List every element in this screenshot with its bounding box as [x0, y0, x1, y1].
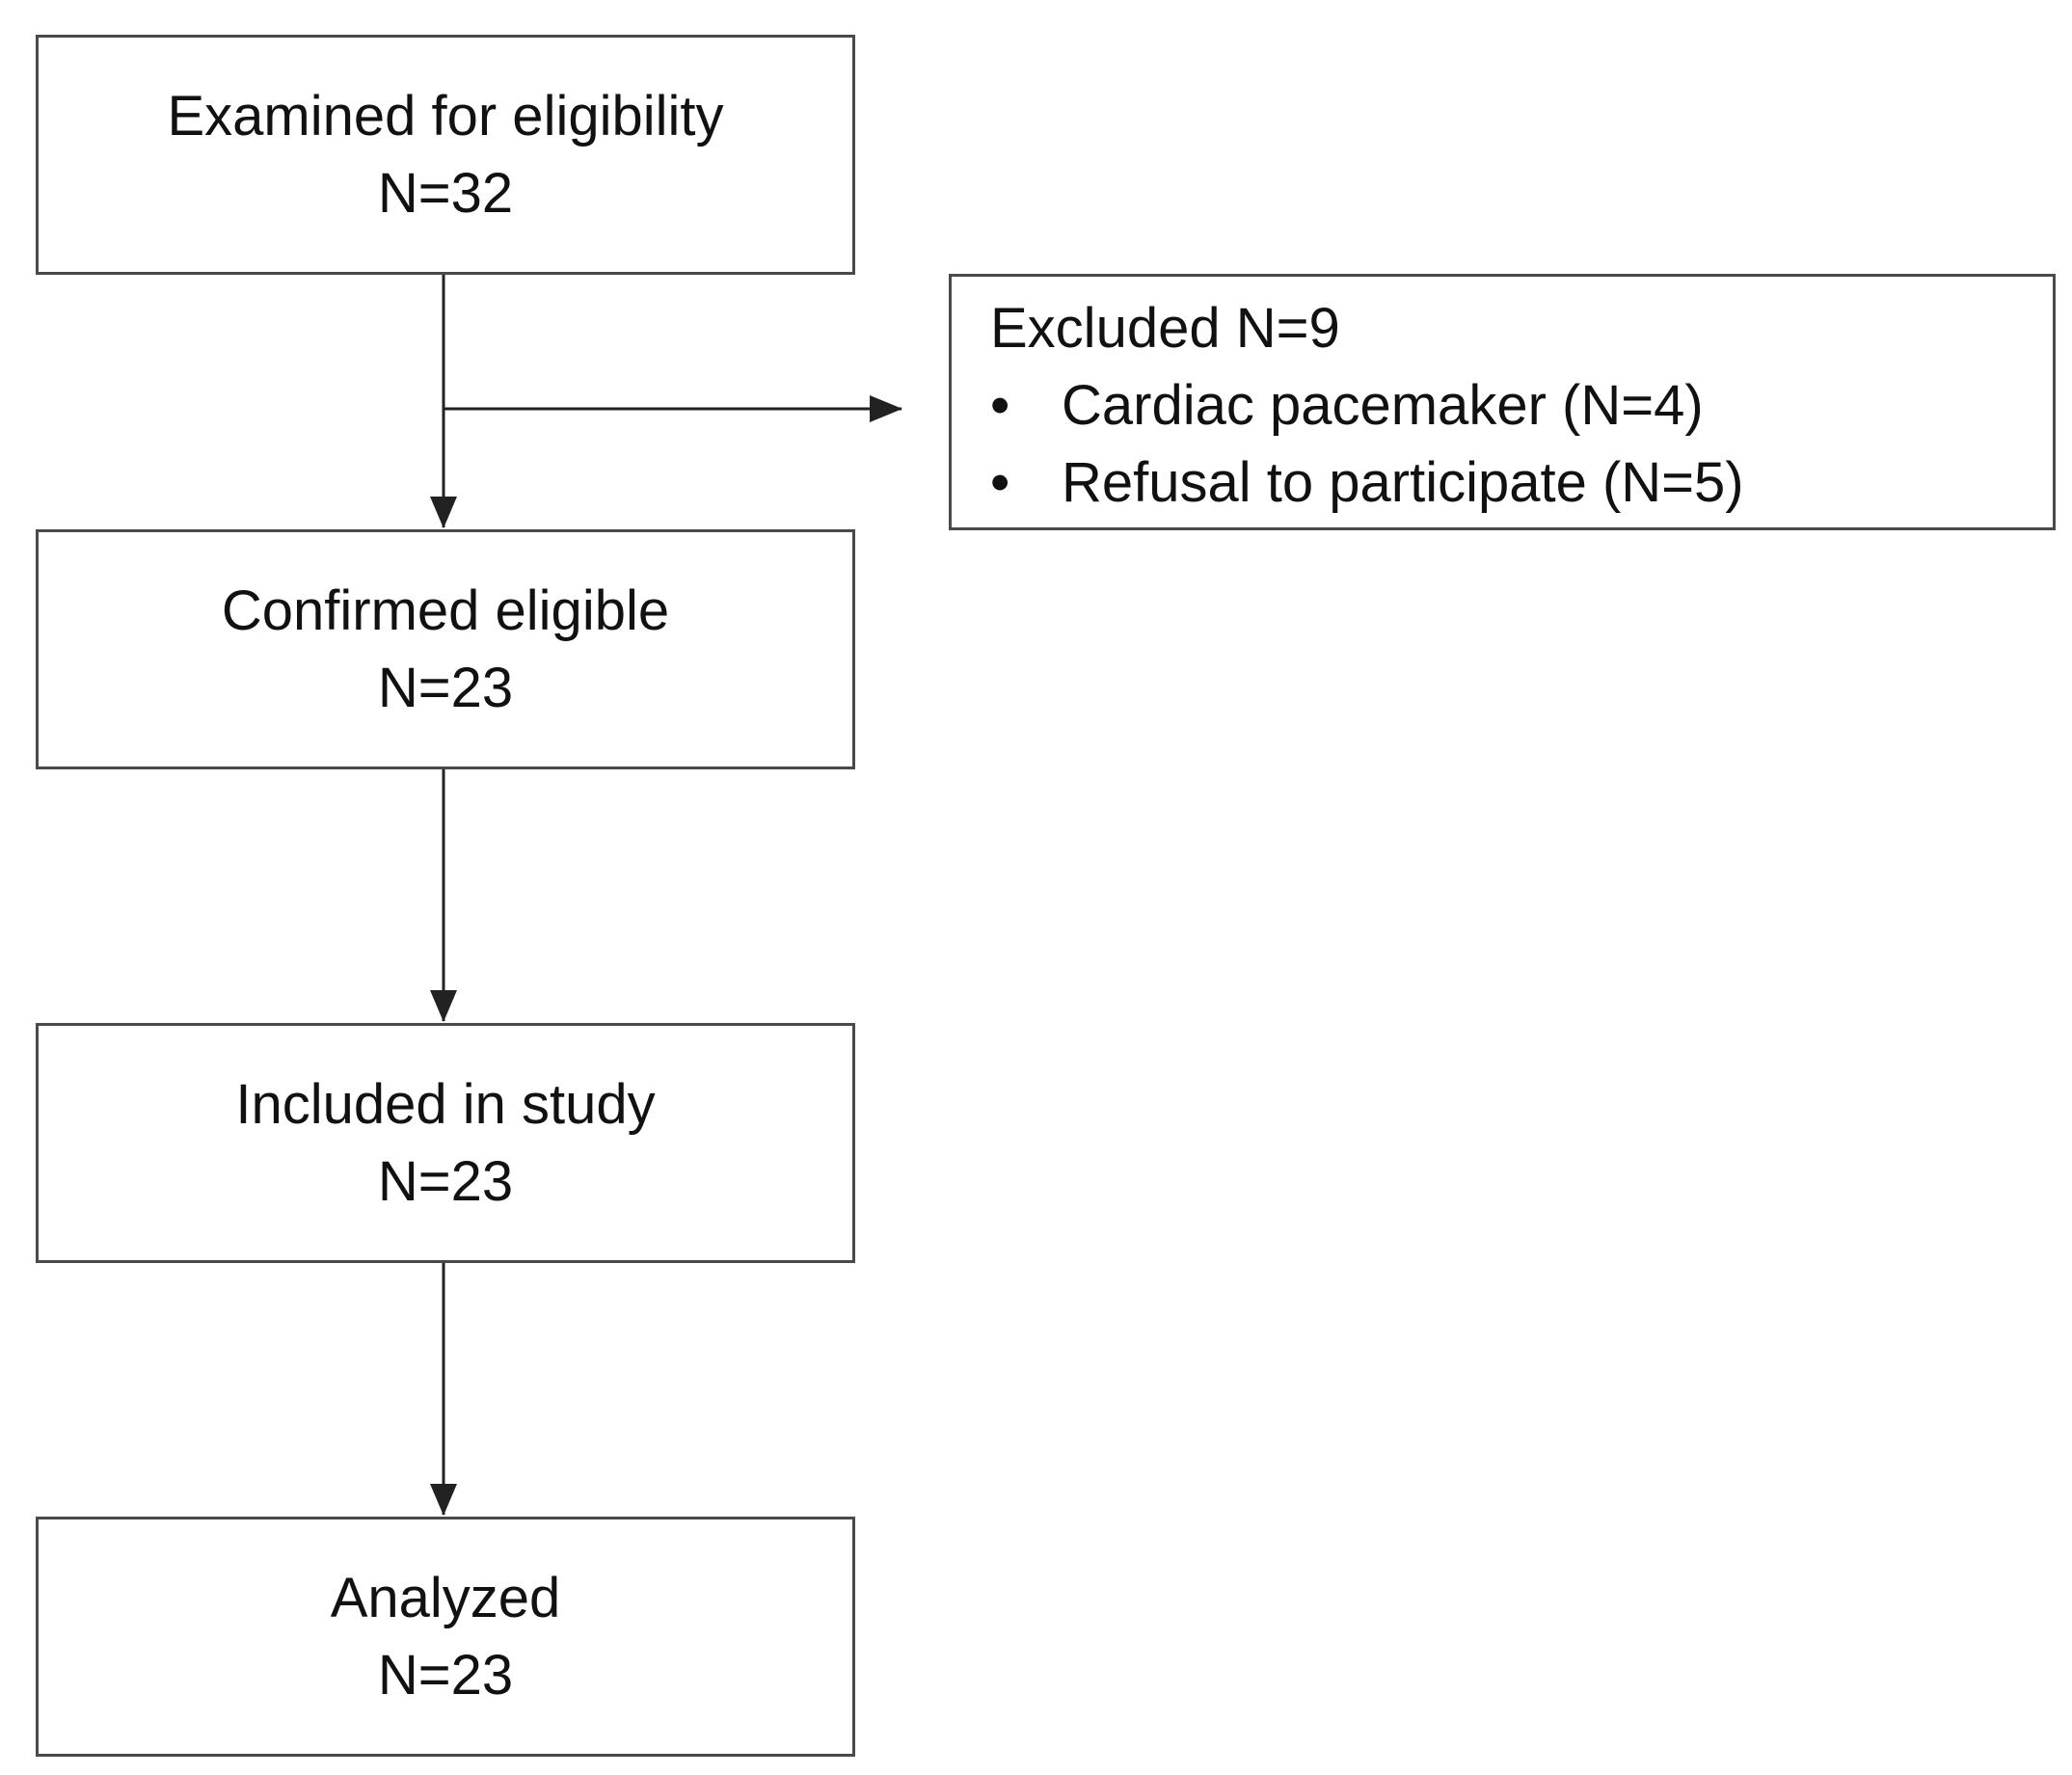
- node-excluded: Excluded N=9 • Cardiac pacemaker (N=4) •…: [949, 274, 2056, 530]
- bullet-icon: •: [990, 374, 1010, 437]
- arrowhead-analyzed: [430, 1484, 457, 1516]
- node-analyzed-label: Analyzed: [330, 1566, 561, 1629]
- excluded-reason-item: • Refusal to participate (N=5): [990, 444, 2053, 522]
- bullet-icon: •: [990, 451, 1010, 514]
- arrowhead-confirmed: [430, 497, 457, 528]
- node-analyzed: Analyzed N=23: [36, 1517, 855, 1757]
- node-included-count: N=23: [377, 1149, 514, 1213]
- node-confirmed-label: Confirmed eligible: [221, 578, 670, 642]
- node-excluded-title: Excluded N=9: [990, 297, 1340, 360]
- node-examined: Examined for eligibility N=32: [36, 35, 855, 275]
- node-confirmed: Confirmed eligible N=23: [36, 529, 855, 769]
- node-analyzed-count: N=23: [377, 1643, 514, 1707]
- arrowhead-included: [430, 990, 457, 1022]
- node-examined-label: Examined for eligibility: [167, 84, 724, 148]
- node-included: Included in study N=23: [36, 1023, 855, 1263]
- node-included-label: Included in study: [235, 1072, 656, 1136]
- excluded-reason-text: Refusal to participate (N=5): [1062, 451, 1744, 514]
- arrowhead-excluded: [870, 395, 902, 422]
- node-confirmed-count: N=23: [377, 656, 514, 719]
- node-examined-count: N=32: [377, 161, 514, 225]
- excluded-reasons-list: • Cardiac pacemaker (N=4) • Refusal to p…: [990, 367, 2053, 522]
- excluded-reason-item: • Cardiac pacemaker (N=4): [990, 367, 2053, 444]
- excluded-reason-text: Cardiac pacemaker (N=4): [1062, 374, 1704, 437]
